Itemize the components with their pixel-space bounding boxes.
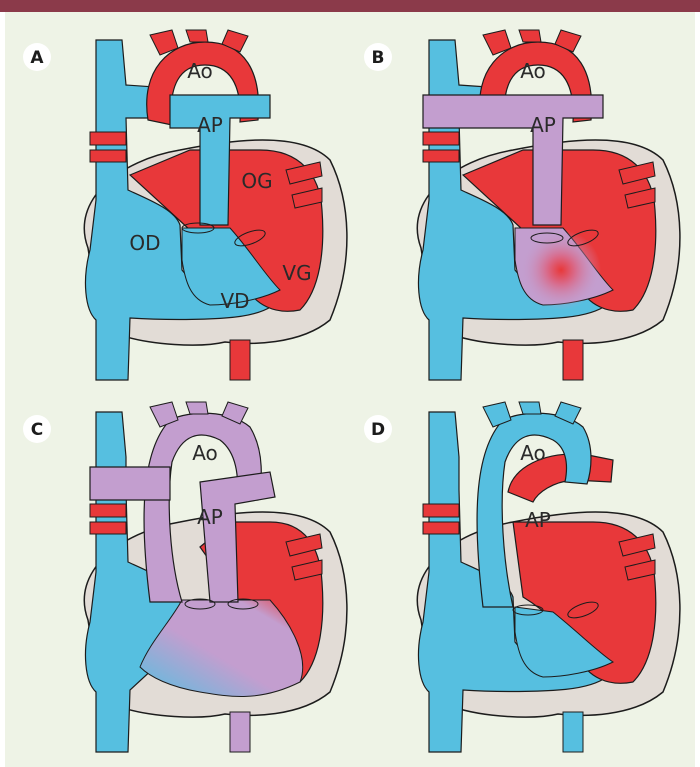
- panel-letter: A: [30, 48, 44, 68]
- label-ao: Ao: [187, 59, 213, 83]
- label-od: OD: [129, 231, 160, 255]
- label-ap: AP: [525, 508, 551, 532]
- panel-letter: D: [371, 420, 385, 440]
- panel-letter: B: [372, 48, 385, 68]
- descending-aorta: [230, 340, 250, 380]
- label-ap: AP: [530, 113, 556, 137]
- descending-aorta: [230, 712, 250, 752]
- label-vd: VD: [220, 289, 249, 313]
- descending-aorta: [563, 340, 583, 380]
- panel-b: B Ao AP: [364, 30, 680, 380]
- panel-d: D Ao AP: [364, 402, 680, 752]
- panel-c: C Ao AP: [23, 402, 347, 752]
- label-ao: Ao: [520, 59, 546, 83]
- label-ap: AP: [197, 505, 223, 529]
- label-ao: Ao: [520, 441, 546, 465]
- label-ao: Ao: [192, 441, 218, 465]
- panel-a: A Ao AP OG OD VG VD: [23, 30, 347, 380]
- panel-letter: C: [31, 420, 43, 440]
- descending-aorta: [563, 712, 583, 752]
- label-vg: VG: [282, 261, 311, 285]
- label-ap: AP: [197, 113, 223, 137]
- label-og: OG: [241, 169, 272, 193]
